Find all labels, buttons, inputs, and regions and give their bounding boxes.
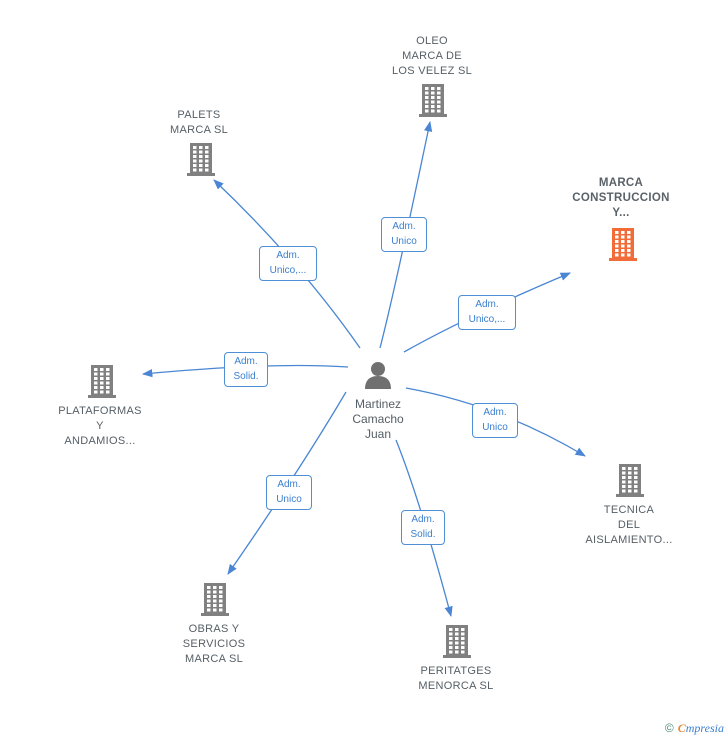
edge-label-plataformas[interactable]: Adm. Solid. — [224, 352, 268, 387]
company-label-oleo[interactable]: OLEO MARCA DE LOS VELEZ SL — [391, 35, 473, 77]
edge-label-oleo[interactable]: Adm. Unico — [381, 217, 427, 252]
edge-label-tecnica[interactable]: Adm. Unico — [472, 403, 518, 438]
company-label-obras[interactable]: OBRAS Y SERVICIOS MARCA SL — [182, 623, 246, 665]
building-icon[interactable] — [614, 462, 646, 503]
brand-name: mpresia — [685, 721, 724, 735]
edge-label-peritatges[interactable]: Adm. Solid. — [401, 510, 445, 545]
company-label-marca-construccion[interactable]: MARCA CONSTRUCCION Y... — [572, 177, 670, 219]
building-icon[interactable] — [441, 623, 473, 664]
company-label-plataformas[interactable]: PLATAFORMAS Y ANDAMIOS... — [58, 405, 142, 447]
company-label-tecnica[interactable]: TECNICA DEL AISLAMIENTO... — [585, 504, 673, 546]
footer-brand: ©Cmpresia — [665, 721, 724, 736]
building-icon[interactable] — [607, 226, 639, 267]
building-icon[interactable] — [86, 363, 118, 404]
copyright-symbol: © — [664, 721, 674, 735]
person-icon[interactable] — [362, 360, 394, 395]
building-icon[interactable] — [417, 82, 449, 123]
brand-initial: C — [677, 721, 686, 735]
building-icon[interactable] — [199, 581, 231, 622]
company-label-peritatges[interactable]: PERITATGES MENORCA SL — [418, 665, 494, 692]
edge-label-marca-construccion[interactable]: Adm. Unico,... — [458, 295, 516, 330]
person-name[interactable]: Martinez Camacho Juan — [352, 397, 404, 441]
edge-label-palets[interactable]: Adm. Unico,... — [259, 246, 317, 281]
edge-label-obras[interactable]: Adm. Unico — [266, 475, 312, 510]
building-icon[interactable] — [185, 141, 217, 182]
company-label-palets[interactable]: PALETS MARCA SL — [169, 109, 229, 136]
edge-oleo — [379, 120, 433, 349]
